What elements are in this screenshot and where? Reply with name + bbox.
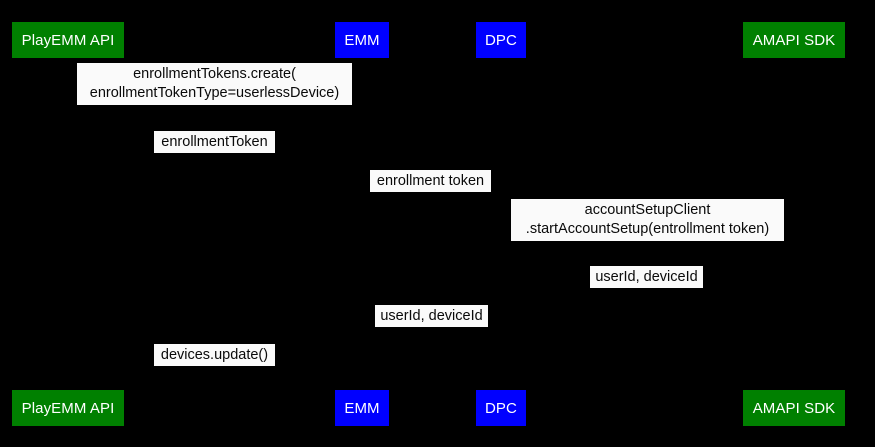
message-label-4: accountSetupClient .startAccountSetup(en… [511, 199, 784, 241]
message-arrowhead-4 [785, 239, 793, 247]
participant-label: AMAPI SDK [752, 399, 836, 417]
message-arrowhead-2 [353, 152, 361, 160]
message-arrowhead-3 [492, 191, 500, 199]
message-arrow-7 [67, 369, 361, 370]
participant-playemm-api-top[interactable]: PlayEMM API [12, 22, 124, 58]
participant-amapi-sdk-bottom[interactable]: AMAPI SDK [743, 390, 845, 426]
message-label-6: userId, deviceId [375, 305, 488, 327]
message-arrow-5 [500, 291, 793, 292]
participant-label: DPC [485, 399, 517, 417]
message-label-7: devices.update() [154, 344, 275, 366]
lifeline-dpc [500, 58, 501, 388]
message-arrowhead-6 [361, 326, 369, 334]
message-arrow-4 [500, 243, 793, 244]
participant-dpc-bottom[interactable]: DPC [476, 390, 526, 426]
lifeline-amapi-sdk [793, 58, 794, 388]
participant-playemm-api-bottom[interactable]: PlayEMM API [12, 390, 124, 426]
message-arrowhead-5 [500, 287, 508, 295]
participant-dpc-top[interactable]: DPC [476, 22, 526, 58]
participant-label: EMM [344, 31, 380, 49]
participant-label: PlayEMM API [21, 399, 115, 417]
message-arrow-2 [67, 156, 361, 157]
message-arrow-6 [361, 330, 500, 331]
participant-emm-top[interactable]: EMM [335, 22, 389, 58]
message-label-5: userId, deviceId [590, 266, 703, 288]
message-label-2: enrollmentToken [154, 131, 275, 153]
message-arrowhead-1 [67, 103, 75, 111]
participant-label: EMM [344, 399, 380, 417]
lifeline-emm [361, 58, 362, 388]
participant-emm-bottom[interactable]: EMM [335, 390, 389, 426]
participant-label: DPC [485, 31, 517, 49]
message-arrow-3 [361, 195, 500, 196]
message-label-1: enrollmentTokens.create( enrollmentToken… [77, 63, 352, 105]
message-arrow-1 [67, 107, 361, 108]
participant-amapi-sdk-top[interactable]: AMAPI SDK [743, 22, 845, 58]
message-label-3: enrollment token [370, 170, 491, 192]
message-arrowhead-7 [67, 365, 75, 373]
participant-label: PlayEMM API [21, 31, 115, 49]
participant-label: AMAPI SDK [752, 31, 836, 49]
lifeline-playemm-api [67, 58, 68, 388]
